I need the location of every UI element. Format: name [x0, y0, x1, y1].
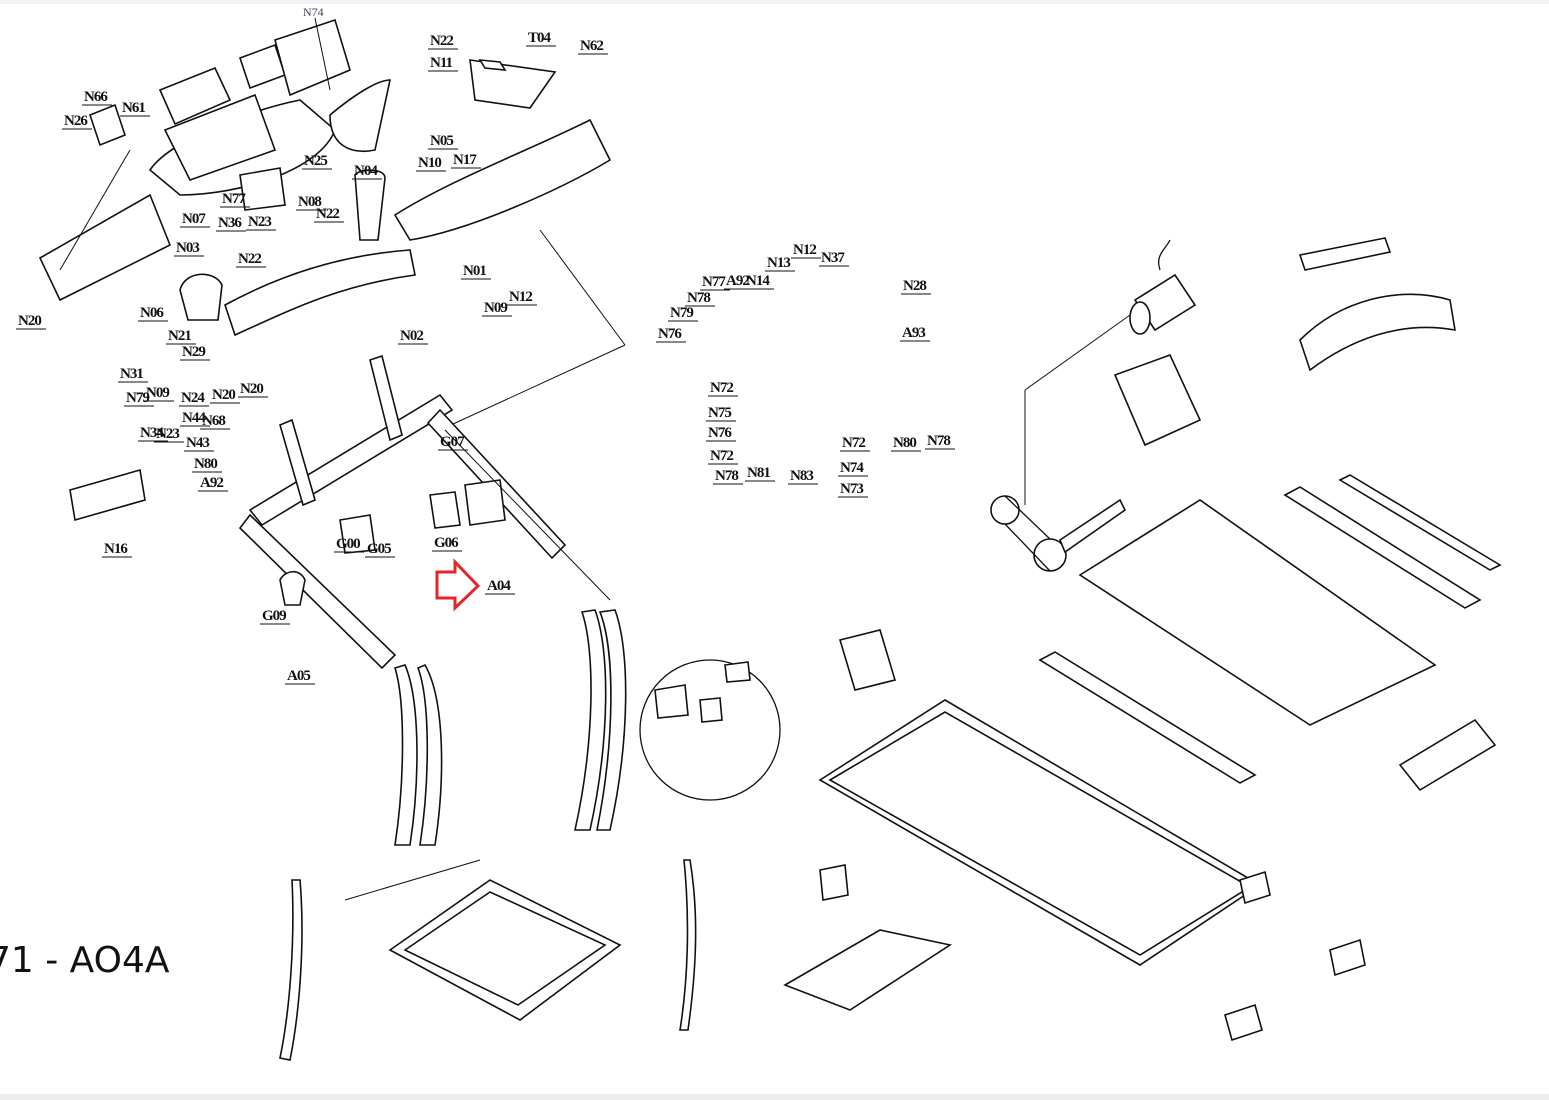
part-label: N81: [747, 465, 770, 481]
part-label: N12: [793, 242, 816, 258]
arrow-right-outline-icon: [435, 558, 481, 612]
part-label: N22: [238, 251, 261, 267]
deck-frame: [783, 474, 1502, 1042]
part-label: N22: [430, 33, 453, 49]
part-label: N09: [146, 385, 169, 401]
upright-assembly: [279, 609, 781, 1061]
part-label: N68: [202, 413, 225, 429]
part-label: N11: [430, 55, 453, 71]
part-label: A92: [200, 475, 223, 491]
part-label: N73: [840, 481, 863, 497]
part-label: N72: [710, 448, 733, 464]
part-label: N77: [222, 191, 246, 207]
part-label: N62: [580, 38, 603, 54]
header-label: N74: [303, 5, 324, 19]
part-label: N16: [104, 541, 128, 557]
part-label: N23: [248, 214, 271, 230]
part-label: N24: [181, 390, 205, 406]
part-label: N12: [509, 289, 532, 305]
part-label: N10: [418, 155, 441, 171]
part-label: N20: [240, 381, 263, 397]
part-label: N20: [18, 313, 41, 329]
part-label: N66: [84, 89, 108, 105]
part-label: N74: [840, 460, 864, 476]
part-label: N72: [842, 435, 865, 451]
part-label: N75: [708, 405, 731, 421]
part-label: N72: [710, 380, 733, 396]
part-label: N79: [126, 390, 149, 406]
part-label: N20: [212, 387, 235, 403]
part-label: N13: [767, 255, 790, 271]
model-label: 71 - AO4A: [0, 940, 170, 981]
part-label: N17: [453, 152, 477, 168]
part-label: N23: [156, 426, 179, 442]
part-label: N34: [140, 425, 164, 441]
base-frame: [344, 859, 622, 1021]
part-label: N22: [316, 206, 339, 222]
part-label: N78: [715, 468, 738, 484]
part-label: N14: [746, 273, 770, 289]
part-label: N26: [64, 113, 88, 129]
part-label: A05: [287, 668, 310, 684]
part-label: N01: [463, 263, 486, 279]
part-label: N80: [194, 456, 217, 472]
part-label: N44: [182, 410, 206, 426]
part-label: G06: [434, 535, 459, 551]
part-label: N05: [430, 133, 453, 149]
part-label: N78: [927, 433, 950, 449]
part-label: N06: [140, 305, 164, 321]
handlebar-frame: [69, 354, 611, 670]
part-label: G07: [440, 434, 465, 450]
part-label: N21: [168, 328, 191, 344]
part-label: N31: [120, 366, 143, 382]
part-label: N83: [790, 468, 813, 484]
part-label: N36: [218, 215, 242, 231]
part-label: T04: [528, 30, 552, 46]
motor-assembly: [990, 237, 1456, 572]
part-label: N04: [354, 163, 378, 179]
bottom-border: [0, 1094, 1549, 1100]
part-label: N28: [903, 278, 926, 294]
part-label: N76: [658, 326, 682, 342]
part-label: G09: [262, 608, 286, 624]
part-label: N77: [702, 274, 726, 290]
part-label: N76: [708, 425, 732, 441]
part-label: N80: [893, 435, 916, 451]
part-label: N08: [298, 194, 321, 210]
part-label: N61: [122, 100, 145, 116]
part-label: G00: [336, 536, 360, 552]
part-label: N29: [182, 344, 205, 360]
part-label: N07: [182, 211, 206, 227]
part-label: N37: [821, 250, 845, 266]
part-label: N79: [670, 305, 693, 321]
part-label: G05: [367, 541, 391, 557]
part-label: N25: [304, 153, 327, 169]
part-label: A92: [726, 273, 749, 289]
part-label: N09: [484, 300, 507, 316]
part-label: A04: [487, 578, 511, 594]
part-label: N03: [176, 240, 199, 256]
part-label: N02: [400, 328, 423, 344]
part-label: N78: [687, 290, 710, 306]
part-label: N43: [186, 435, 209, 451]
part-label: A93: [902, 325, 925, 341]
console-assembly: [38, 17, 626, 431]
top-border: [0, 0, 1549, 4]
